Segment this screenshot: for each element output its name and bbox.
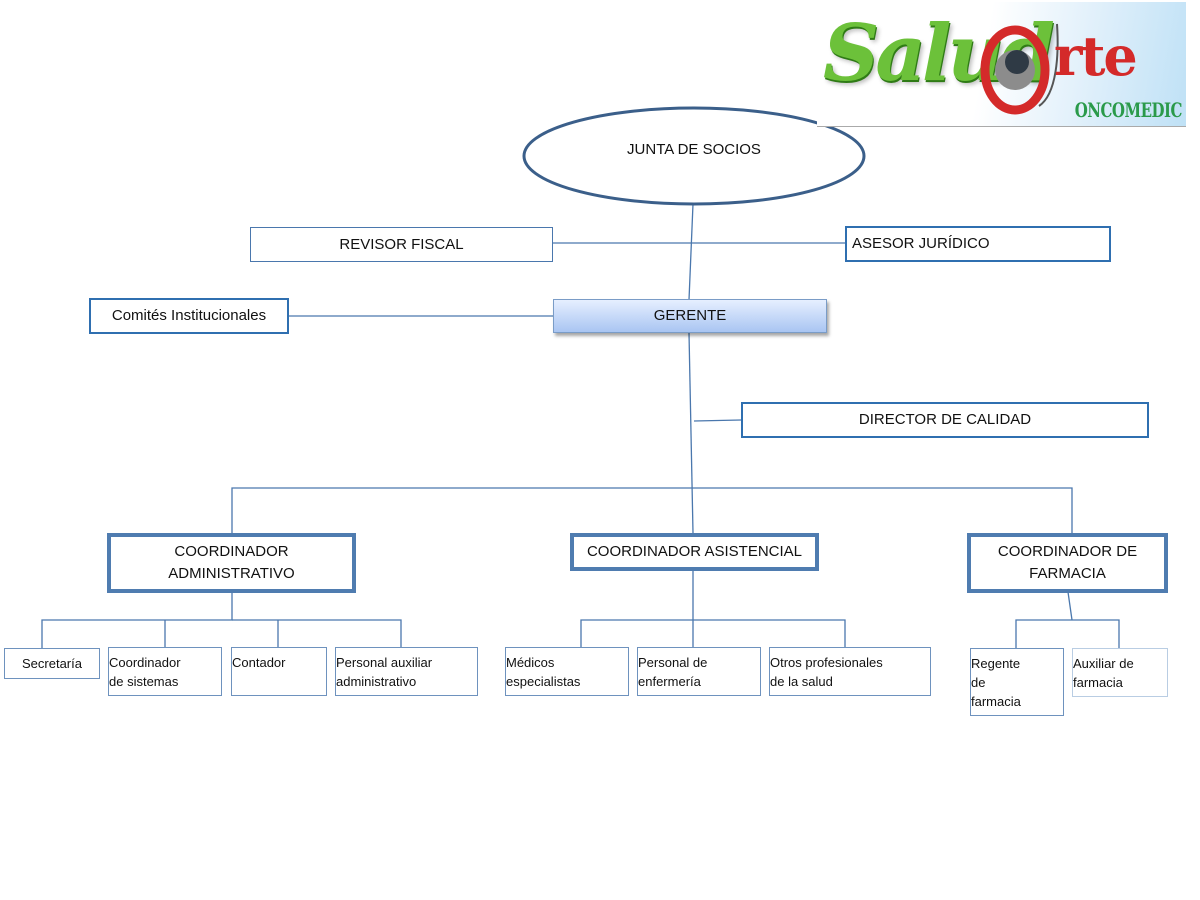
asesor-juridico-label: ASESOR JURÍDICO — [852, 235, 990, 252]
director-calidad-box: DIRECTOR DE CALIDAD — [741, 402, 1149, 438]
saludarte-logo: Salud rte ONCOMEDIC — [817, 2, 1186, 127]
line-admin-bus — [41, 592, 233, 648]
staff-label: Médicos — [506, 655, 555, 670]
revisor-fiscal-box: REVISOR FISCAL — [250, 227, 553, 262]
line-farm-down — [1067, 591, 1073, 621]
line-gerente-down — [688, 332, 694, 534]
coordinator-label: ADMINISTRATIVO — [168, 565, 295, 582]
junta-de-socios-ellipse — [522, 106, 866, 206]
junta-de-socios: JUNTA DE SOCIOS — [560, 138, 828, 162]
stethoscope-icon — [980, 23, 1059, 115]
staff-label: farmacia — [1073, 675, 1123, 690]
staff-label: Regente — [971, 656, 1021, 671]
staff-label: Contador — [232, 655, 286, 670]
personal-enfermeria-box: Personal de enfermería — [637, 647, 761, 696]
line-coordinators-bus — [231, 487, 1073, 534]
staff-label: Otros profesionales — [770, 655, 883, 670]
line-farm-bus — [1015, 619, 1120, 648]
revisor-fiscal-label: REVISOR FISCAL — [339, 235, 464, 253]
junta-de-socios-label: JUNTA DE SOCIOS — [627, 141, 761, 158]
gerente-box: GERENTE — [553, 299, 827, 333]
coordinador-farmacia-box: COORDINADOR DE FARMACIA — [967, 533, 1168, 593]
staff-label: enfermería — [638, 674, 701, 689]
coordinator-label: COORDINADOR DE — [997, 543, 1138, 560]
line-junta-gerente — [688, 203, 694, 301]
staff-label: de la salud — [770, 674, 833, 689]
gerente-label: GERENTE — [653, 307, 727, 324]
coordinador-administrativo-box: COORDINADOR ADMINISTRATIVO — [107, 533, 356, 593]
line-asist-bus — [580, 619, 846, 648]
staff-label: administrativo — [336, 674, 417, 689]
staff-label: Personal auxiliar — [336, 655, 433, 670]
otros-profesionales-box: Otros profesionales de la salud — [769, 647, 931, 696]
comites-institucionales-box: Comités Institucionales — [89, 298, 289, 334]
personal-auxiliar-administrativo-box: Personal auxiliar administrativo — [335, 647, 478, 696]
staff-label: Auxiliar de — [1073, 656, 1134, 671]
staff-label: farmacia — [971, 694, 1021, 709]
comites-institucionales-label: Comités Institucionales — [111, 307, 267, 324]
staff-label: Coordinador — [109, 655, 181, 670]
staff-label: especialistas — [506, 674, 581, 689]
regente-farmacia-box: Regente de farmacia — [970, 648, 1064, 716]
contador-box: Contador — [231, 647, 327, 696]
staff-label: Secretaría — [22, 656, 82, 671]
director-calidad-label: DIRECTOR DE CALIDAD — [858, 411, 1032, 428]
coordinator-label: COORDINADOR ASISTENCIAL — [586, 543, 803, 560]
asesor-juridico-box: ASESOR JURÍDICO — [845, 226, 1111, 262]
secretaria-box: Secretaría — [4, 648, 100, 679]
coordinator-label: FARMACIA — [1029, 565, 1106, 582]
coordinator-label: COORDINADOR — [174, 543, 289, 560]
logo-subtitle: ONCOMEDIC — [1074, 98, 1183, 122]
staff-label: Personal de — [638, 655, 708, 670]
coordinador-asistencial-box: COORDINADOR ASISTENCIAL — [570, 533, 819, 571]
staff-label: de sistemas — [109, 674, 179, 689]
staff-label: de — [971, 675, 986, 690]
line-director-calidad — [693, 419, 742, 422]
coordinador-sistemas-box: Coordinador de sistemas — [108, 647, 222, 696]
medicos-especialistas-box: Médicos especialistas — [505, 647, 629, 696]
auxiliar-farmacia-box: Auxiliar de farmacia — [1072, 648, 1168, 697]
logo-brand-text-2: rte — [1054, 24, 1138, 88]
